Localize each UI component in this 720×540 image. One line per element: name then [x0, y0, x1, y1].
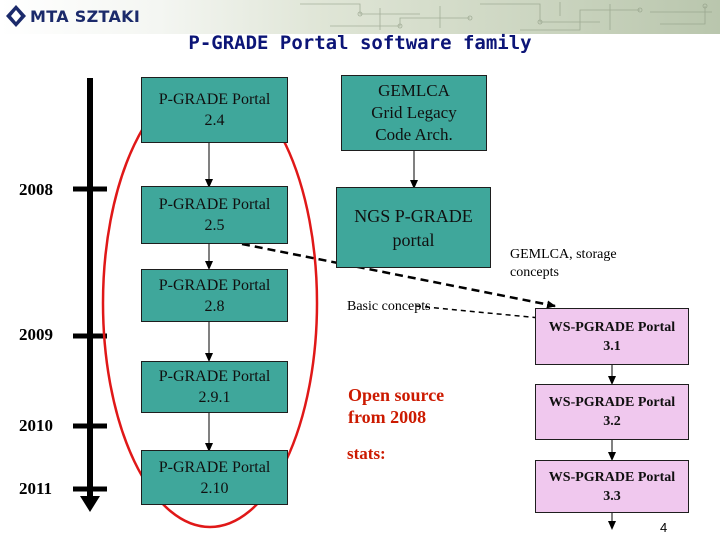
year-2010: 2010: [19, 416, 53, 435]
basic-concepts-label: Basic concepts: [347, 299, 431, 314]
ws-pgrade-box-3-2: WS-PGRADE Portal 3.2: [535, 384, 689, 440]
dashed-arrow-gemlca-concepts: [241, 242, 556, 309]
year-2008: 2008: [19, 180, 53, 199]
logo-text: MTA SZTAKI: [30, 6, 141, 26]
portal-box-2-10: P-GRADE Portal 2.10: [141, 450, 288, 505]
logo: MTA SZTAKI: [6, 5, 140, 27]
portal-box-2-4: P-GRADE Portal 2.4: [141, 77, 288, 143]
page-number: 4: [660, 520, 668, 535]
ws-pgrade-box-3-1: WS-PGRADE Portal 3.1: [535, 308, 689, 365]
dashed-arrow-basic-concepts: [415, 305, 551, 323]
timeline-arrowhead: [80, 496, 100, 512]
header-banner: MTA SZTAKI: [0, 0, 720, 34]
gemlca-box: GEMLCA Grid Legacy Code Arch.: [341, 75, 487, 151]
year-2011: 2011: [19, 479, 53, 498]
circuit-pattern: [300, 2, 712, 31]
open-source-label: Open source from 2008: [348, 385, 445, 427]
gemlca-storage-label: GEMLCA, storage concepts: [510, 247, 617, 280]
ws-pgrade-box-3-3: WS-PGRADE Portal 3.3: [535, 460, 689, 513]
ngs-portal-box: NGS P-GRADE portal: [336, 187, 491, 268]
portal-box-2-5: P-GRADE Portal 2.5: [141, 186, 288, 244]
slide-title: P-GRADE Portal software family: [188, 32, 532, 54]
year-2009: 2009: [19, 325, 53, 344]
portal-box-2-9-1: P-GRADE Portal 2.9.1: [141, 361, 288, 413]
sztaki-logo-icon: [6, 5, 26, 27]
portal-box-2-8: P-GRADE Portal 2.8: [141, 269, 288, 322]
stats-label: stats:: [347, 444, 386, 463]
